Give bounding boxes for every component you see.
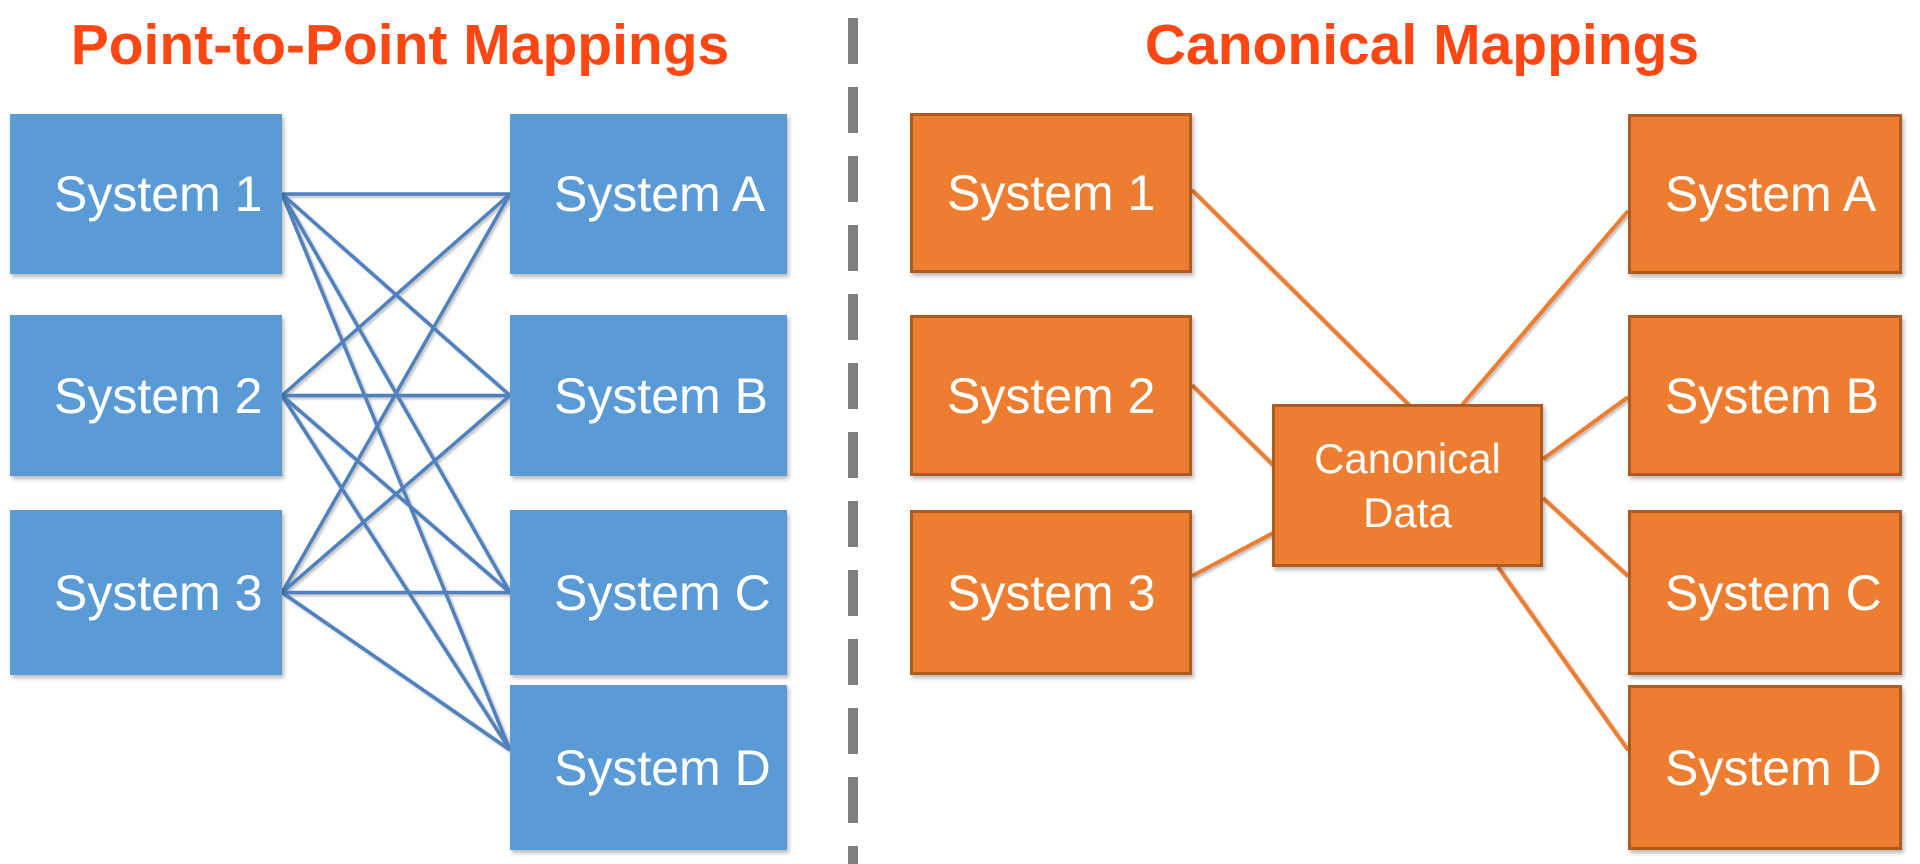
shape-system-3: System 3 — [10, 510, 282, 675]
right-panel-title: Canonical Mappings — [1144, 13, 1700, 77]
shape-system-c: System C — [1628, 510, 1902, 675]
shape-label: System 3 — [54, 564, 263, 621]
shape-label: System D — [554, 739, 771, 796]
shape-label: System 2 — [947, 367, 1156, 424]
shape-label: System A — [1665, 166, 1877, 222]
connector-r3-hub — [1191, 531, 1274, 578]
connector-l3-ld — [281, 591, 511, 752]
shape-label: System D — [1665, 739, 1882, 796]
shape-label: System 2 — [54, 367, 263, 424]
shape-system-b: System B — [510, 315, 787, 476]
connector-hub-rc — [1541, 496, 1630, 578]
connector-hub-ra — [1460, 209, 1630, 407]
connector-l2-ld — [280, 394, 512, 751]
shape-label: System C — [1665, 564, 1882, 621]
shape-system-1: System 1 — [910, 113, 1192, 273]
shape-label: System C — [554, 564, 771, 621]
connector-l3-la — [280, 193, 512, 594]
connector-r2-hub — [1190, 383, 1275, 467]
connector-l3-lb — [280, 394, 512, 594]
shape-system-a: System A — [1628, 114, 1902, 274]
left-panel-title: Point-to-Point Mappings — [70, 13, 730, 77]
shape-system-d: System D — [510, 685, 787, 850]
shape-label: System B — [1665, 367, 1879, 424]
shape-label: System 1 — [947, 165, 1156, 221]
connector-hub-rd — [1496, 565, 1630, 752]
connector-hub-rb — [1541, 395, 1630, 461]
shape-label: Canonical Data — [1314, 434, 1501, 536]
shape-system-a: System A — [510, 114, 787, 274]
shape-label: System 3 — [947, 564, 1156, 621]
shape-canonical-data-hub: Canonical Data — [1272, 404, 1543, 567]
shape-system-2: System 2 — [10, 315, 282, 476]
shape-system-d: System D — [1628, 685, 1902, 850]
connector-r1-hub — [1190, 188, 1411, 407]
shape-label: System A — [554, 166, 766, 222]
shape-system-3: System 3 — [910, 510, 1192, 675]
connector-l2-la — [280, 192, 512, 397]
shape-system-b: System B — [1628, 315, 1902, 476]
shape-system-2: System 2 — [910, 315, 1192, 476]
shape-label: System B — [554, 367, 768, 424]
shape-system-c: System C — [510, 510, 787, 675]
connector-l1-ld — [280, 193, 512, 751]
shape-system-1: System 1 — [10, 114, 282, 274]
shape-label: System 1 — [54, 166, 263, 222]
